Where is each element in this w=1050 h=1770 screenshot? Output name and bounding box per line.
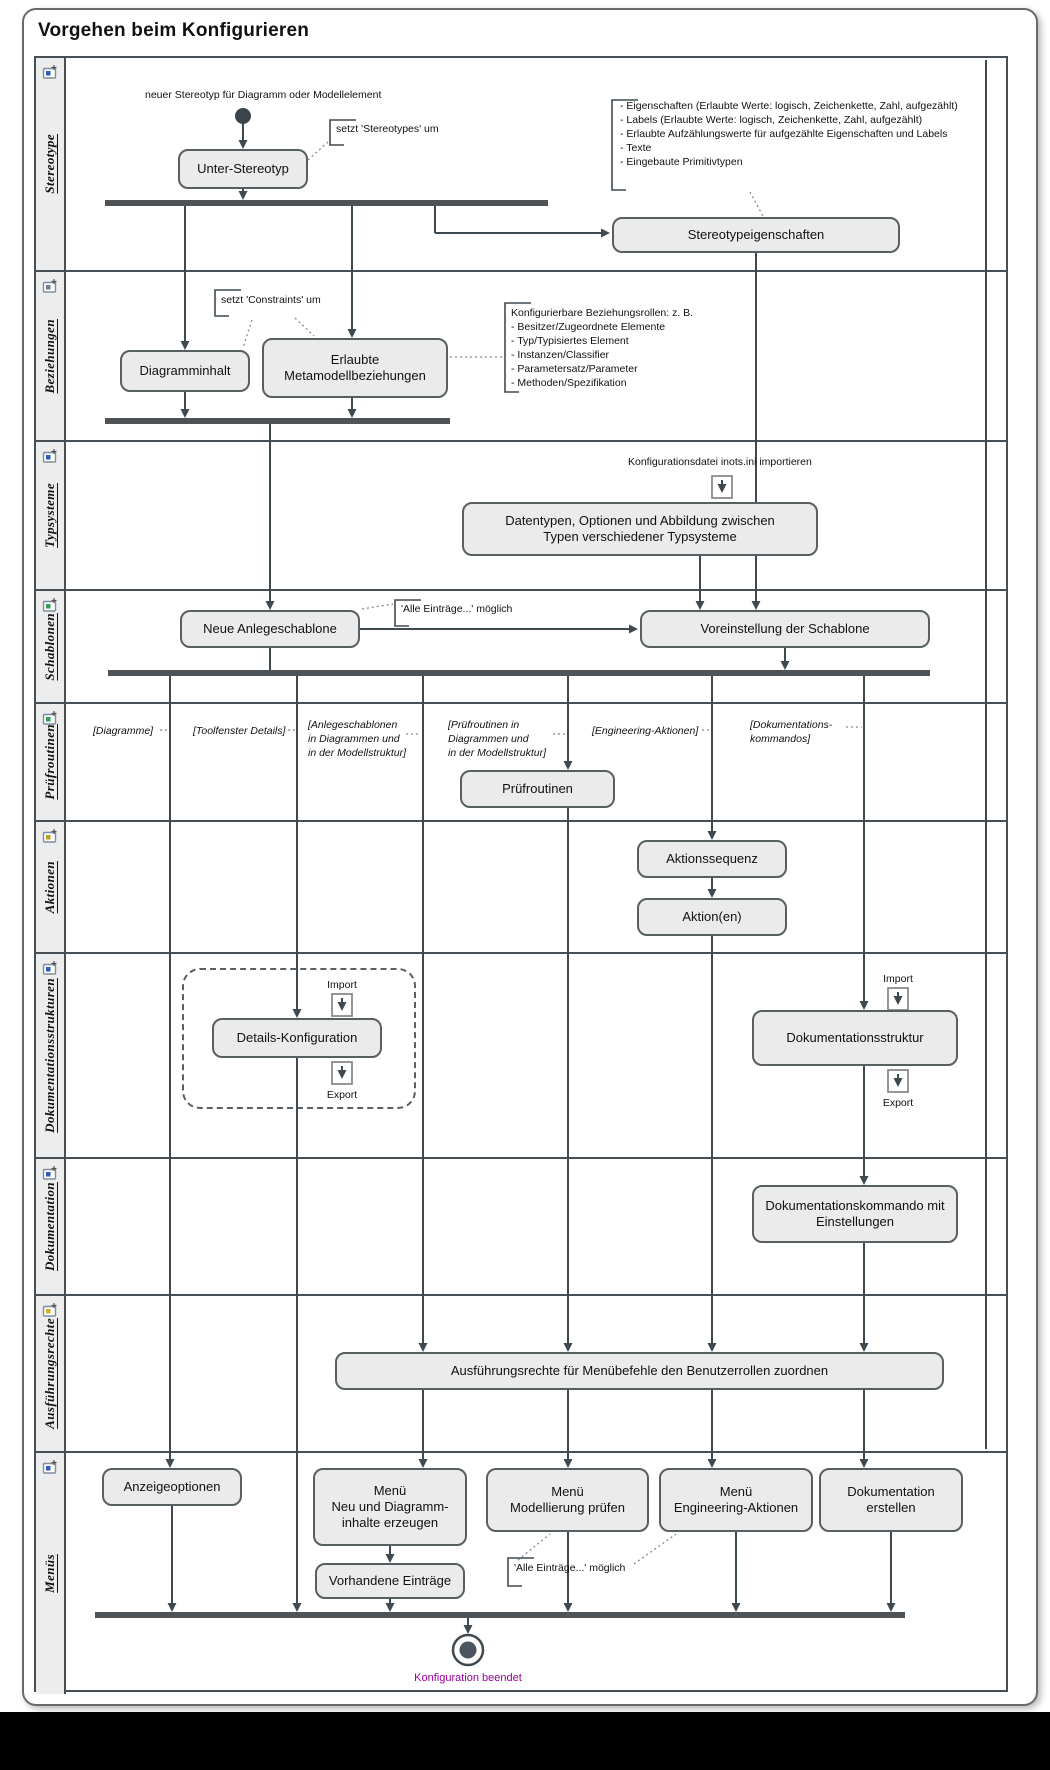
activity-menu-modellierung-pruefen[interactable]: Menü Modellierung prüfen <box>486 1468 649 1532</box>
note-stereotypeigenschaften-liste: - Eigenschaften (Erlaubte Werte: logisch… <box>620 100 958 168</box>
swimlane-schablonen: Schablonen <box>36 589 1006 702</box>
fork-join-bar <box>95 1612 905 1618</box>
fork-join-bar <box>105 200 548 206</box>
label-import-details: Import <box>327 979 357 991</box>
lane-icon-dokumentationsstrukturen <box>42 961 57 975</box>
lane-icon-aktionen <box>42 829 57 843</box>
end-node-label: Konfiguration beendet <box>414 1672 522 1684</box>
activity-diagramminhalt[interactable]: Diagramminhalt <box>120 350 250 392</box>
swimlane-dokumentationsstrukturen: Dokumentationsstrukturen <box>36 952 1006 1157</box>
activity-aktionen[interactable]: Aktion(en) <box>637 898 787 936</box>
swimlane-typsysteme: Typsysteme <box>36 440 1006 589</box>
lane-icon-beziehungen <box>42 279 57 293</box>
swimlane-menues: Menüs <box>36 1451 1006 1694</box>
activity-ausfuehrungsrechte[interactable]: Ausführungsrechte für Menübefehle den Be… <box>335 1352 944 1390</box>
lane-icon-pruefroutinen <box>42 711 57 725</box>
note-setzt-constraints: setzt 'Constraints' um <box>221 294 321 306</box>
activity-voreinstellung-schablone[interactable]: Voreinstellung der Schablone <box>640 610 930 648</box>
start-node-label: neuer Stereotyp für Diagramm oder Modell… <box>145 89 382 101</box>
details-konfiguration-group <box>182 968 416 1109</box>
lane-icon-ausfuehrungsrechte <box>42 1303 57 1317</box>
lane-icon-stereotype <box>42 65 57 79</box>
activity-vorhandene-eintraege[interactable]: Vorhandene Einträge <box>315 1563 465 1599</box>
activity-datentypen[interactable]: Datentypen, Optionen und Abbildung zwisc… <box>462 502 818 556</box>
fork-join-bar <box>108 670 930 676</box>
note-alle-eintraege-2: 'Alle Einträge...' möglich <box>514 1562 626 1574</box>
note-inots-import: Konfigurationsdatei inots.ini importiere… <box>628 456 812 468</box>
guard-dokumentationskommandos: [Dokumentations- kommandos] <box>750 719 833 745</box>
lane-header-pruefroutinen: Prüfroutinen <box>36 704 66 820</box>
activity-stereotypeigenschaften[interactable]: Stereotypeigenschaften <box>612 217 900 253</box>
swimlane-table: Stereotype Beziehungen Typsysteme Schabl… <box>34 56 1008 1694</box>
note-alle-eintraege-1: 'Alle Einträge...' möglich <box>401 603 513 615</box>
lane-icon-schablonen <box>42 598 57 612</box>
activity-menu-engineering-aktionen[interactable]: Menü Engineering-Aktionen <box>659 1468 813 1532</box>
guard-anlegeschablonen: [Anlegeschablonen in Diagrammen und in d… <box>308 719 407 759</box>
guard-toolfenster-details: [Toolfenster Details] <box>193 725 286 737</box>
lane-header-menues: Menüs <box>36 1453 66 1694</box>
activity-neue-anlegeschablone[interactable]: Neue Anlegeschablone <box>180 610 360 648</box>
guard-diagramme: [Diagramme] <box>93 725 154 737</box>
swimlane-aktionen: Aktionen <box>36 820 1006 952</box>
fork-join-bar <box>105 418 450 424</box>
swimlane-stereotype: Stereotype <box>36 58 1006 270</box>
activity-dokumentationsstruktur[interactable]: Dokumentationsstruktur <box>752 1010 958 1066</box>
activity-aktionssequenz[interactable]: Aktionssequenz <box>637 840 787 878</box>
lane-header-stereotype: Stereotype <box>36 58 66 270</box>
activity-dokumentationskommando[interactable]: Dokumentationskommando mit Einstellungen <box>752 1185 958 1243</box>
activity-anzeigeoptionen[interactable]: Anzeigeoptionen <box>102 1468 242 1506</box>
lane-header-ausfuehrungsrechte: Ausführungsrechte <box>36 1296 66 1451</box>
bottom-black-bar <box>0 1712 1050 1770</box>
activity-menu-neu[interactable]: Menü Neu und Diagramm- inhalte erzeugen <box>313 1468 467 1546</box>
lane-header-schablonen: Schablonen <box>36 591 66 702</box>
lane-icon-typsysteme <box>42 449 57 463</box>
note-setzt-stereotypes: setzt 'Stereotypes' um <box>336 123 439 135</box>
lane-header-aktionen: Aktionen <box>36 822 66 952</box>
label-export-dokstruktur: Export <box>882 1097 914 1109</box>
activity-dokumentation-erstellen[interactable]: Dokumentation erstellen <box>819 1468 963 1532</box>
activity-pruefroutinen[interactable]: Prüfroutinen <box>460 770 615 808</box>
lane-header-dokumentation: Dokumentation <box>36 1159 66 1294</box>
guard-pruefroutinen: [Prüfroutinen in Diagrammen und in der M… <box>448 719 547 759</box>
lane-icon-dokumentation <box>42 1166 57 1180</box>
activity-details-konfiguration[interactable]: Details-Konfiguration <box>212 1018 382 1058</box>
swimlane-ausfuehrungsrechte: Ausführungsrechte <box>36 1294 1006 1451</box>
activity-erlaubte-metamodellbeziehungen[interactable]: Erlaubte Metamodellbeziehungen <box>262 338 448 398</box>
lane-header-dokumentationsstrukturen: Dokumentationsstrukturen <box>36 954 66 1157</box>
label-import-dokstruktur: Import <box>883 973 913 985</box>
start-node[interactable] <box>235 108 251 124</box>
swimlane-beziehungen: Beziehungen <box>36 270 1006 440</box>
lane-icon-menues <box>42 1460 57 1474</box>
activity-unter-stereotyp[interactable]: Unter-Stereotyp <box>178 149 308 189</box>
lane-header-beziehungen: Beziehungen <box>36 272 66 440</box>
diagram-frame <box>22 8 1038 1706</box>
lane-header-typsysteme: Typsysteme <box>36 442 66 589</box>
guard-engineering-aktionen: [Engineering-Aktionen] <box>592 725 699 737</box>
connector-layer <box>95 60 987 1667</box>
label-export-details: Export <box>326 1089 358 1101</box>
swimlane-dokumentation: Dokumentation <box>36 1157 1006 1294</box>
diagram-title: Vorgehen beim Konfigurieren <box>38 20 310 41</box>
swimlane-pruefroutinen: Prüfroutinen <box>36 702 1006 820</box>
note-beziehungsrollen: Konfigurierbare Beziehungsrollen: z. B. … <box>511 307 694 389</box>
